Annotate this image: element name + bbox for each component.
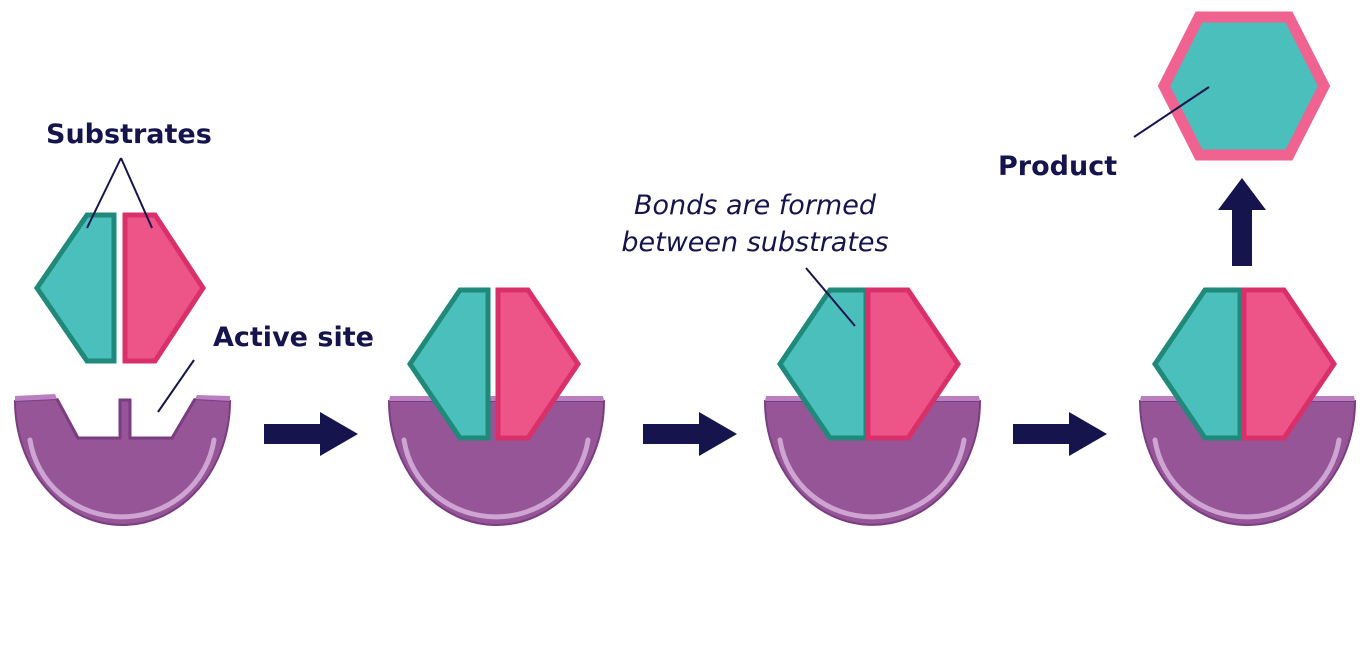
substrate-pink [495,287,582,441]
enzyme-highlight [27,437,217,520]
arrow-right-2 [643,412,737,456]
leader-product [1133,86,1210,138]
enzyme-highlight [401,437,591,520]
substrate-teal [406,287,491,441]
leader-bonds [805,267,856,327]
label-bonds-line2: between substrates [621,227,888,258]
label-product: Product [998,151,1117,182]
substrate-pink [122,212,206,364]
arrow-right-3 [1013,412,1107,456]
substrate-pink [1241,287,1338,441]
substrate-pink [865,287,962,441]
label-active-site: Active site [213,322,374,353]
arrow-right-1 [264,412,358,456]
label-bonds-line1: Bonds are formed [634,190,877,221]
leader-substrates-right [120,157,153,229]
enzyme-body [1138,400,1357,526]
label-substrates: Substrates [46,119,212,150]
stage-2-bound [387,287,606,526]
enzyme-empty [13,394,232,526]
enzyme-body [387,400,606,526]
stage-4-released: Product [998,11,1357,526]
substrate-teal [33,212,117,364]
stage-1-separate: Substrates Active site [13,119,374,526]
enzyme-highlight [1152,437,1342,520]
leader-active-site [157,359,195,413]
product-hexagon [1157,11,1331,161]
substrate-teal [1151,287,1243,441]
enzyme-body [763,400,982,526]
enzyme-occupied-2 [387,396,606,526]
active-site [55,398,197,440]
enzyme-highlight [777,437,967,520]
enzyme-body [13,397,232,526]
arrow-up [1218,178,1266,266]
stage-3-bonded: Bonds are formed between substrates [621,190,982,526]
leader-substrates-left [86,157,122,229]
